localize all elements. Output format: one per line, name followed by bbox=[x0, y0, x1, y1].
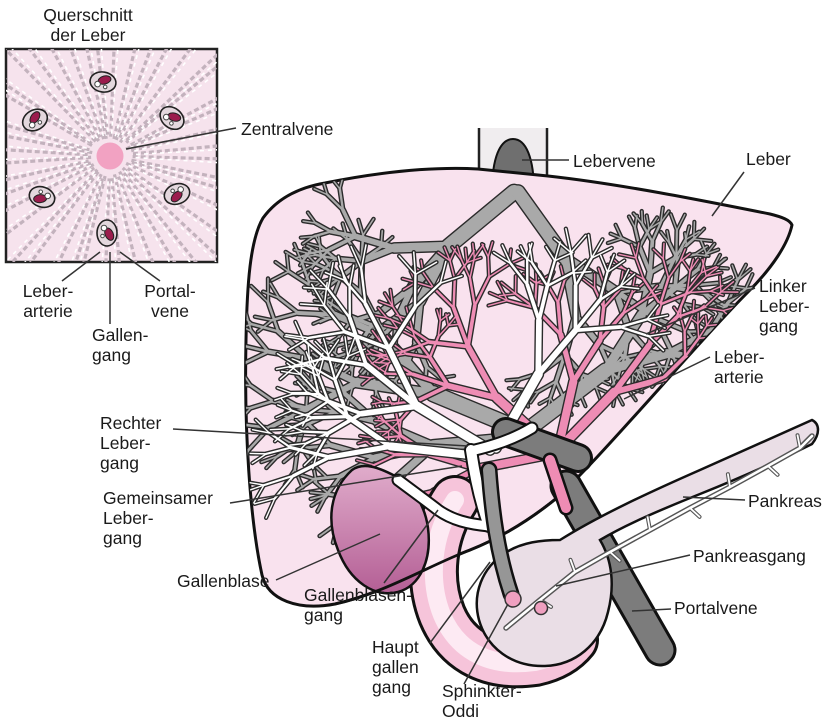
label-linker-lebergang: Linker Leber- gang bbox=[759, 276, 810, 337]
portal-triad bbox=[163, 182, 191, 206]
label-inset-portalvene: Portal- vene bbox=[144, 281, 196, 322]
bile-duct-tree bbox=[245, 226, 672, 521]
zentralvene-shape bbox=[96, 142, 124, 170]
label-zentralvene: Zentralvene bbox=[241, 119, 334, 139]
label-lebervene: Lebervene bbox=[573, 151, 656, 171]
label-inset-leberarterie: Leber- arterie bbox=[22, 281, 74, 322]
label-pankreas: Pankreas bbox=[748, 491, 822, 511]
label-rechter-lebergang: Rechter Leber- gang bbox=[100, 413, 162, 474]
portalvene-vessel bbox=[552, 472, 674, 664]
portal-triad bbox=[89, 71, 117, 93]
portal-triad bbox=[28, 185, 56, 209]
inset-title: Querschnitt der Leber bbox=[43, 5, 133, 46]
label-leber: Leber bbox=[746, 149, 791, 169]
hepatic-artery-trunk bbox=[545, 455, 571, 513]
portal-triad bbox=[159, 105, 185, 131]
label-inset-gallengang: Gallen- gang bbox=[92, 325, 149, 366]
label-gallenblasengang: Gallenblasen- gang bbox=[304, 585, 412, 626]
label-leberarterie: Leber- arterie bbox=[714, 347, 765, 388]
sphinkter-oddi-shape bbox=[504, 590, 522, 608]
leader-lines bbox=[61, 127, 756, 685]
portal-triad bbox=[21, 108, 49, 132]
label-pankreasgang: Pankreasgang bbox=[693, 546, 806, 566]
label-hauptgallengang: Haupt gallen gang bbox=[372, 637, 419, 698]
portal-triad bbox=[96, 219, 118, 247]
label-gallenblase: Gallenblase bbox=[177, 571, 270, 591]
liver-cross-section-inset bbox=[4, 47, 219, 264]
label-sphinkter-oddi: Sphinkter- Oddi bbox=[442, 681, 522, 722]
pancreas-shape bbox=[475, 418, 820, 668]
hauptgallengang-vessel bbox=[483, 464, 517, 600]
label-gemeinsamer-lebergang: Gemeinsamer Leber- gang bbox=[103, 488, 213, 549]
label-portalvene: Portalvene bbox=[674, 598, 758, 618]
